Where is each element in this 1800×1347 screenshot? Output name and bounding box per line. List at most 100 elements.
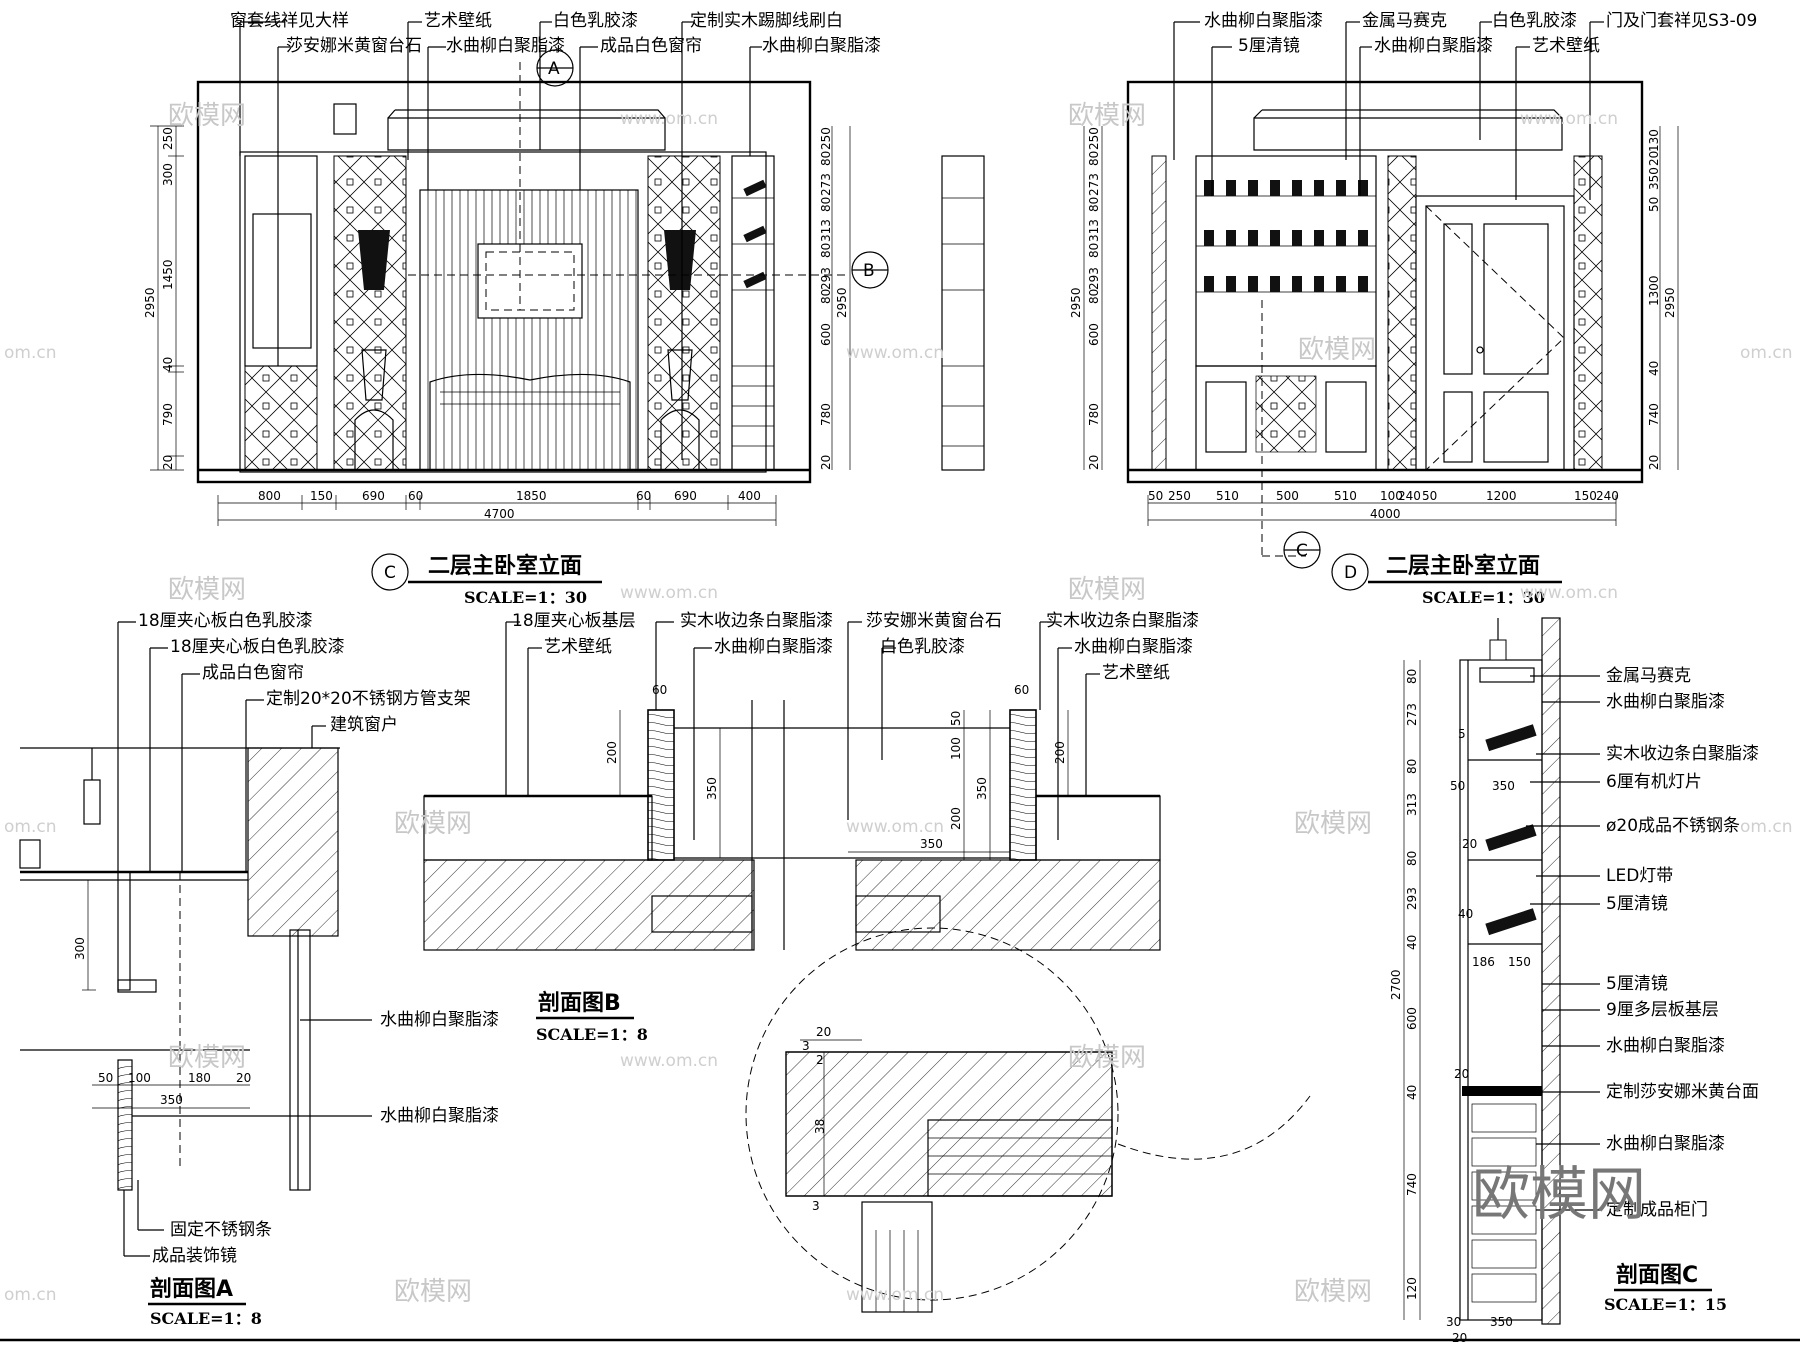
- watermark-brand-large: 欧模网: [1472, 1160, 1646, 1228]
- elev-c-left-dims: 250 300 1450 40 790 20 2950: [143, 127, 175, 470]
- elev-d-dim-l3: 273: [1087, 173, 1101, 196]
- elev-d-dim-r4: 50: [1647, 197, 1661, 212]
- elev-c-dim-b1: 800: [258, 489, 281, 503]
- elevation-d: C 水曲柳白聚脂漆 5厘清镜 金属马赛克 水曲柳白聚脂漆 白色乳胶漆 艺术壁纸 …: [1069, 10, 1757, 607]
- elev-d-dim-r3: 350: [1647, 167, 1661, 190]
- elev-d-dim-b8: 50: [1422, 489, 1437, 503]
- elev-c-title: 二层主卧室立面: [428, 553, 582, 579]
- elev-c-dim-b4: 60: [408, 489, 423, 503]
- sec-a-dim-6: 350: [160, 1093, 183, 1107]
- watermark-brand-11: 欧模网: [1294, 1277, 1372, 1307]
- sec-c-title: 剖面图C: [1616, 1262, 1698, 1288]
- elev-c-dim-r9: 600: [819, 323, 833, 346]
- elev-c-dim-r-total: 2950: [835, 287, 849, 318]
- elev-c-dim-total: 4700: [484, 507, 515, 521]
- elev-d-dim-b5: 510: [1334, 489, 1357, 503]
- sec-a-dim-2: 50: [98, 1071, 113, 1085]
- detail-dim-1: 20: [816, 1025, 831, 1039]
- elev-c-dim-l6: 20: [161, 455, 175, 470]
- watermark-url-7: www.om.cn: [620, 1051, 718, 1071]
- elevation-c: A B 窗套线祥见大样 莎安娜米黄窗台石 艺术壁纸 水曲柳白聚脂漆 白色乳胶漆 …: [143, 11, 985, 607]
- sec-c-callout-3: 实木收边条白聚脂漆: [1606, 744, 1759, 764]
- sec-b-dim-6: 350: [975, 777, 989, 800]
- sec-c-dim-l9: 40: [1405, 1085, 1419, 1100]
- elev-d-dim-l10: 780: [1087, 403, 1101, 426]
- sec-b-dim-5: 100: [949, 737, 963, 760]
- sec-b-callout-3: 实木收边条白聚脂漆: [680, 611, 833, 631]
- elev-d-dim-b7: 240: [1398, 489, 1421, 503]
- elev-c-marker: C: [384, 563, 396, 583]
- elev-d-dim-l8: 80: [1087, 289, 1101, 304]
- elev-d-right-dims: 130 20 350 50 1300 40 740 20 2950: [1647, 129, 1677, 470]
- sec-c-dim-i6: 186: [1472, 955, 1495, 969]
- elev-d-title: 二层主卧室立面: [1386, 553, 1540, 579]
- elev-c-dim-b8: 400: [738, 489, 761, 503]
- sec-b-callout-1: 18厘夹心板基层: [512, 611, 636, 631]
- watermark-brand-1: 欧模网: [168, 101, 246, 131]
- sec-a-dim-5: 20: [236, 1071, 251, 1085]
- sec-b-dim-8: 350: [920, 837, 943, 851]
- sec-a-scale: SCALE=1：8: [150, 1309, 262, 1328]
- sec-c-callout-8: 5厘清镜: [1606, 974, 1668, 994]
- sec-c-callout-6: LED灯带: [1606, 866, 1673, 886]
- elev-c-dim-l2: 300: [161, 163, 175, 186]
- elev-d-dim-r1: 130: [1647, 129, 1661, 152]
- watermark-brand-4: 欧模网: [168, 575, 246, 605]
- elev-c-dim-r4: 80: [819, 197, 833, 212]
- elev-d-dim-b10: 150: [1574, 489, 1597, 503]
- elev-d-callout-4: 水曲柳白聚脂漆: [1374, 36, 1493, 56]
- elev-c-dim-l-total: 2950: [143, 287, 157, 318]
- sec-b-callout-2: 艺术壁纸: [544, 637, 612, 657]
- sec-b-dim-3: 350: [705, 777, 719, 800]
- sec-c-callout-12: 水曲柳白聚脂漆: [1606, 1134, 1725, 1154]
- sec-a-callout-4: 定制20*20不锈钢方管支架: [266, 689, 471, 709]
- wine-bottles: [1204, 180, 1368, 292]
- elev-d-dim-l-total: 2950: [1069, 287, 1083, 318]
- watermark-brand-9: 欧模网: [1068, 1043, 1146, 1073]
- watermark-url-short-3: om.cn: [4, 1285, 57, 1305]
- detail-dim-3: 38: [813, 1119, 827, 1134]
- watermark-url-8: www.om.cn: [846, 1285, 944, 1305]
- watermarks: 欧模网 欧模网 欧模网 欧模网 欧模网 欧模网 欧模网 欧模网 欧模网 欧模网 …: [4, 101, 1793, 1307]
- elev-c-dim-r5: 313: [819, 219, 833, 242]
- sec-c-callout-5: ø20成品不锈钢条: [1606, 816, 1740, 836]
- watermark-url-short-5: om.cn: [1740, 817, 1793, 837]
- sec-b-dim-9: 60: [1014, 683, 1029, 697]
- elev-d-dim-b6: 100: [1380, 489, 1403, 503]
- section-b: 18厘夹心板基层 艺术壁纸 实木收边条白聚脂漆 水曲柳白聚脂漆 白色乳胶漆 莎安…: [423, 611, 1199, 1044]
- sec-c-dim-l5: 80: [1405, 851, 1419, 866]
- elev-c-dim-r1: 250: [819, 127, 833, 150]
- sec-c-dim-i10: 350: [1490, 1315, 1513, 1329]
- watermark-url-5: www.om.cn: [1520, 583, 1618, 603]
- elev-c-dim-r7: 293: [819, 267, 833, 290]
- sec-c-dim-l10: 740: [1405, 1173, 1419, 1196]
- elev-c-scale: SCALE=1：30: [464, 588, 587, 607]
- sec-c-dim-l11: 120: [1405, 1277, 1419, 1300]
- elev-c-right-dims: 250 80 273 80 313 80 293 80 600 780 20 2…: [819, 127, 849, 470]
- elev-d-dim-b4: 500: [1276, 489, 1299, 503]
- sec-a-dim-1: 300: [73, 937, 87, 960]
- watermark-url-4: www.om.cn: [620, 583, 718, 603]
- elev-d-dim-b1: 50: [1148, 489, 1163, 503]
- elev-c-callout-2: 莎安娜米黄窗台石: [286, 36, 422, 56]
- sec-c-dim-i4: 20: [1462, 837, 1477, 851]
- watermark-brand-7: 欧模网: [1294, 809, 1372, 839]
- elev-d-callout-7: 门及门套祥见S3-09: [1606, 11, 1757, 31]
- elev-c-callout-1: 窗套线祥见大样: [230, 11, 349, 31]
- sec-c-scale: SCALE=1：15: [1604, 1295, 1727, 1314]
- watermark-brand-8: 欧模网: [168, 1043, 246, 1073]
- elev-d-dim-r8: 20: [1647, 455, 1661, 470]
- sec-b-dim-1: 60: [652, 683, 667, 697]
- sec-a-callout-7: 水曲柳白聚脂漆: [380, 1106, 499, 1126]
- elev-c-section-b-marker: B: [863, 261, 875, 281]
- sec-c-callout-7: 5厘清镜: [1606, 894, 1668, 914]
- elev-c-dim-b2: 150: [310, 489, 333, 503]
- elev-c-dim-b7: 690: [674, 489, 697, 503]
- watermark-brand-6: 欧模网: [394, 809, 472, 839]
- sec-a-dim-3: 100: [128, 1071, 151, 1085]
- watermark-url-2: www.om.cn: [1520, 109, 1618, 129]
- sec-c-callout-9: 9厘多层板基层: [1606, 1000, 1719, 1020]
- sec-a-callout-9: 成品装饰镜: [152, 1246, 237, 1266]
- watermark-url-short-4: om.cn: [1740, 343, 1793, 363]
